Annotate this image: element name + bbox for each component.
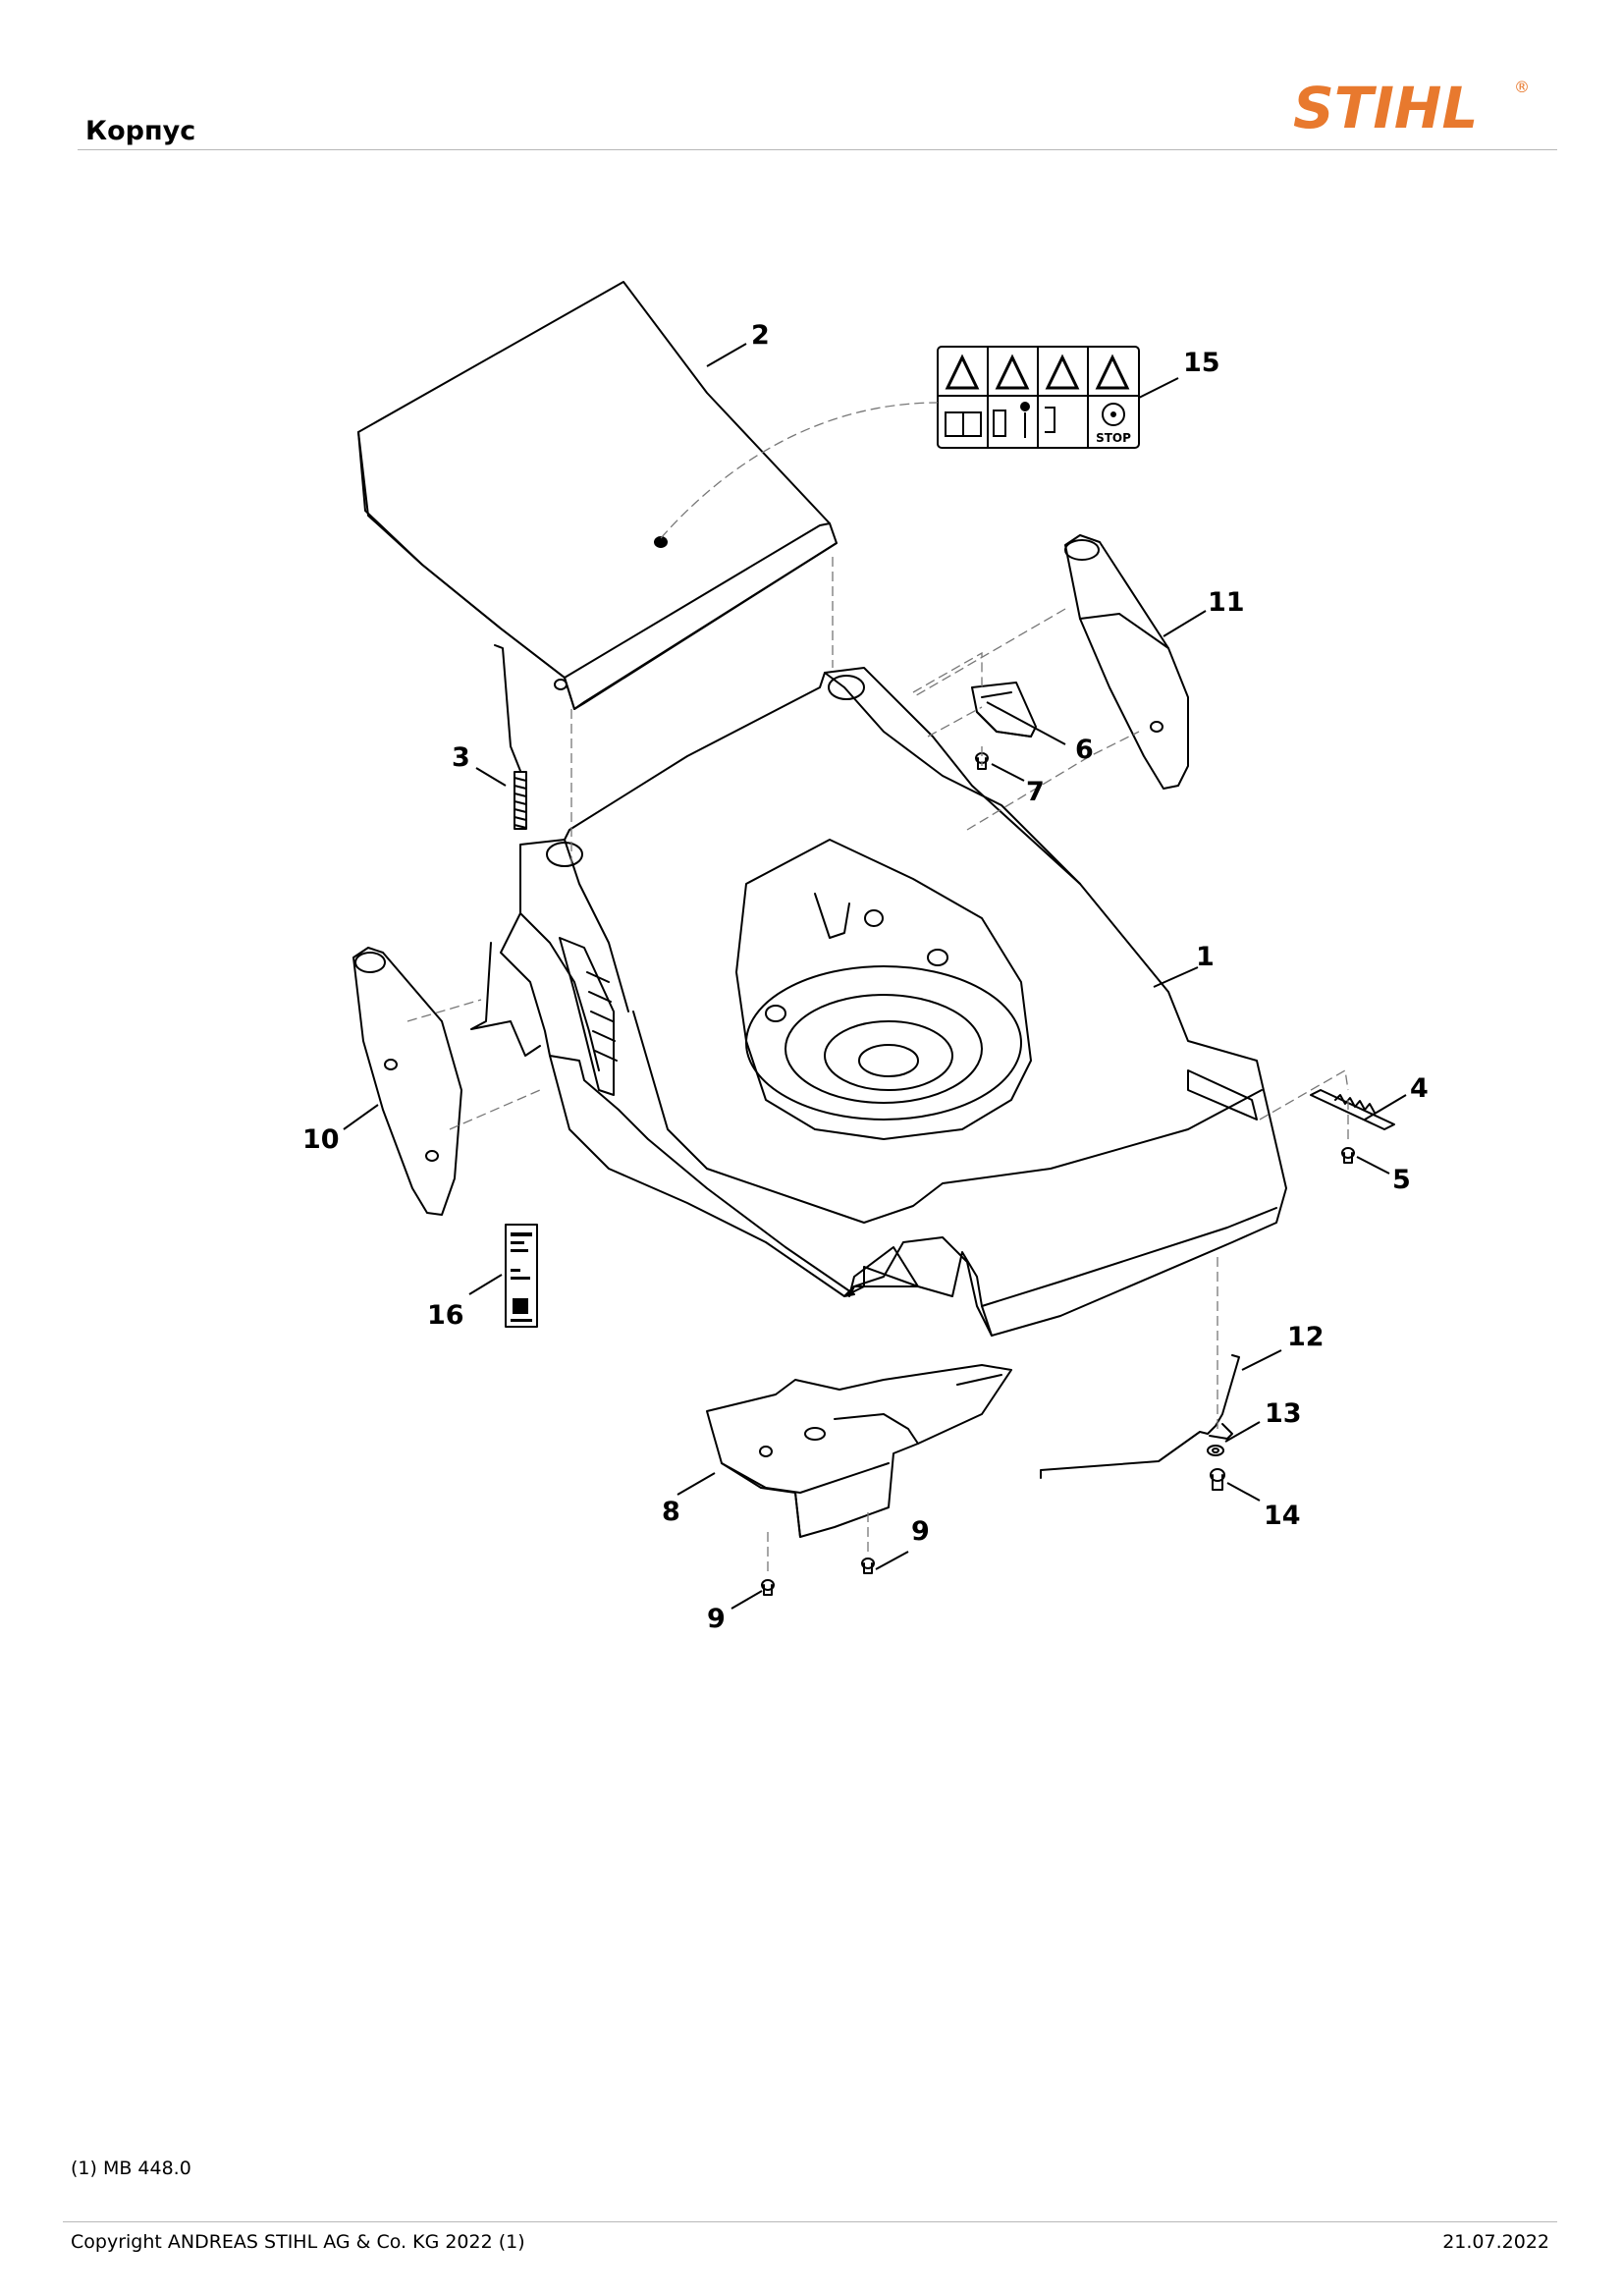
part-6-clip [971, 682, 1037, 738]
footer-rule [63, 2221, 1557, 2222]
callout-15: 15 [1183, 348, 1220, 378]
logo-registered-mark: ® [1514, 78, 1530, 96]
callout-12: 12 [1287, 1322, 1325, 1352]
part-16-label [505, 1224, 538, 1328]
callout-3: 3 [452, 742, 470, 773]
callout-9-a: 9 [911, 1516, 930, 1547]
part-2-flap [357, 281, 838, 710]
logo-wordmark: STIHL [1293, 75, 1478, 141]
part-3-spring [494, 644, 527, 830]
callout-8: 8 [662, 1497, 680, 1527]
callout-10: 10 [302, 1124, 340, 1155]
part-14-bolt [1210, 1468, 1225, 1491]
callout-13: 13 [1265, 1398, 1302, 1429]
callout-14: 14 [1264, 1501, 1301, 1531]
header-rule [78, 149, 1557, 150]
part-10-side-panel-left [352, 947, 462, 1216]
callout-9-b: 9 [707, 1604, 726, 1634]
callout-4: 4 [1410, 1073, 1429, 1104]
part-12-rod [1040, 1354, 1240, 1479]
leader-lines [343, 343, 1407, 1610]
document-date: 21.07.2022 [1442, 2231, 1549, 2253]
part-8-baffle [706, 1364, 1012, 1538]
callout-11: 11 [1208, 587, 1245, 618]
part-11-side-panel-right [1064, 534, 1189, 790]
model-footnote: (1) MB 448.0 [71, 2158, 191, 2179]
part-15-warning-label: STOP [937, 346, 1140, 449]
stihl-logo: STIHL ® [1281, 67, 1542, 145]
callout-6: 6 [1075, 735, 1094, 765]
part-9-screws [761, 1558, 875, 1596]
callout-1: 1 [1196, 942, 1215, 972]
part-13-washer [1207, 1445, 1224, 1456]
assembly-lines [406, 402, 1349, 1576]
part-4-plate [1310, 1089, 1395, 1130]
callout-2: 2 [751, 320, 770, 351]
callout-16: 16 [427, 1300, 464, 1331]
stop-text: STOP [1096, 431, 1131, 445]
callout-5: 5 [1392, 1165, 1411, 1195]
callout-7: 7 [1026, 777, 1045, 807]
copyright-text: Copyright ANDREAS STIHL AG & Co. KG 2022… [71, 2231, 525, 2253]
part-1-deck-housing [470, 667, 1287, 1337]
page-title: Корпус [85, 116, 196, 146]
part-5-screw [1341, 1147, 1355, 1164]
